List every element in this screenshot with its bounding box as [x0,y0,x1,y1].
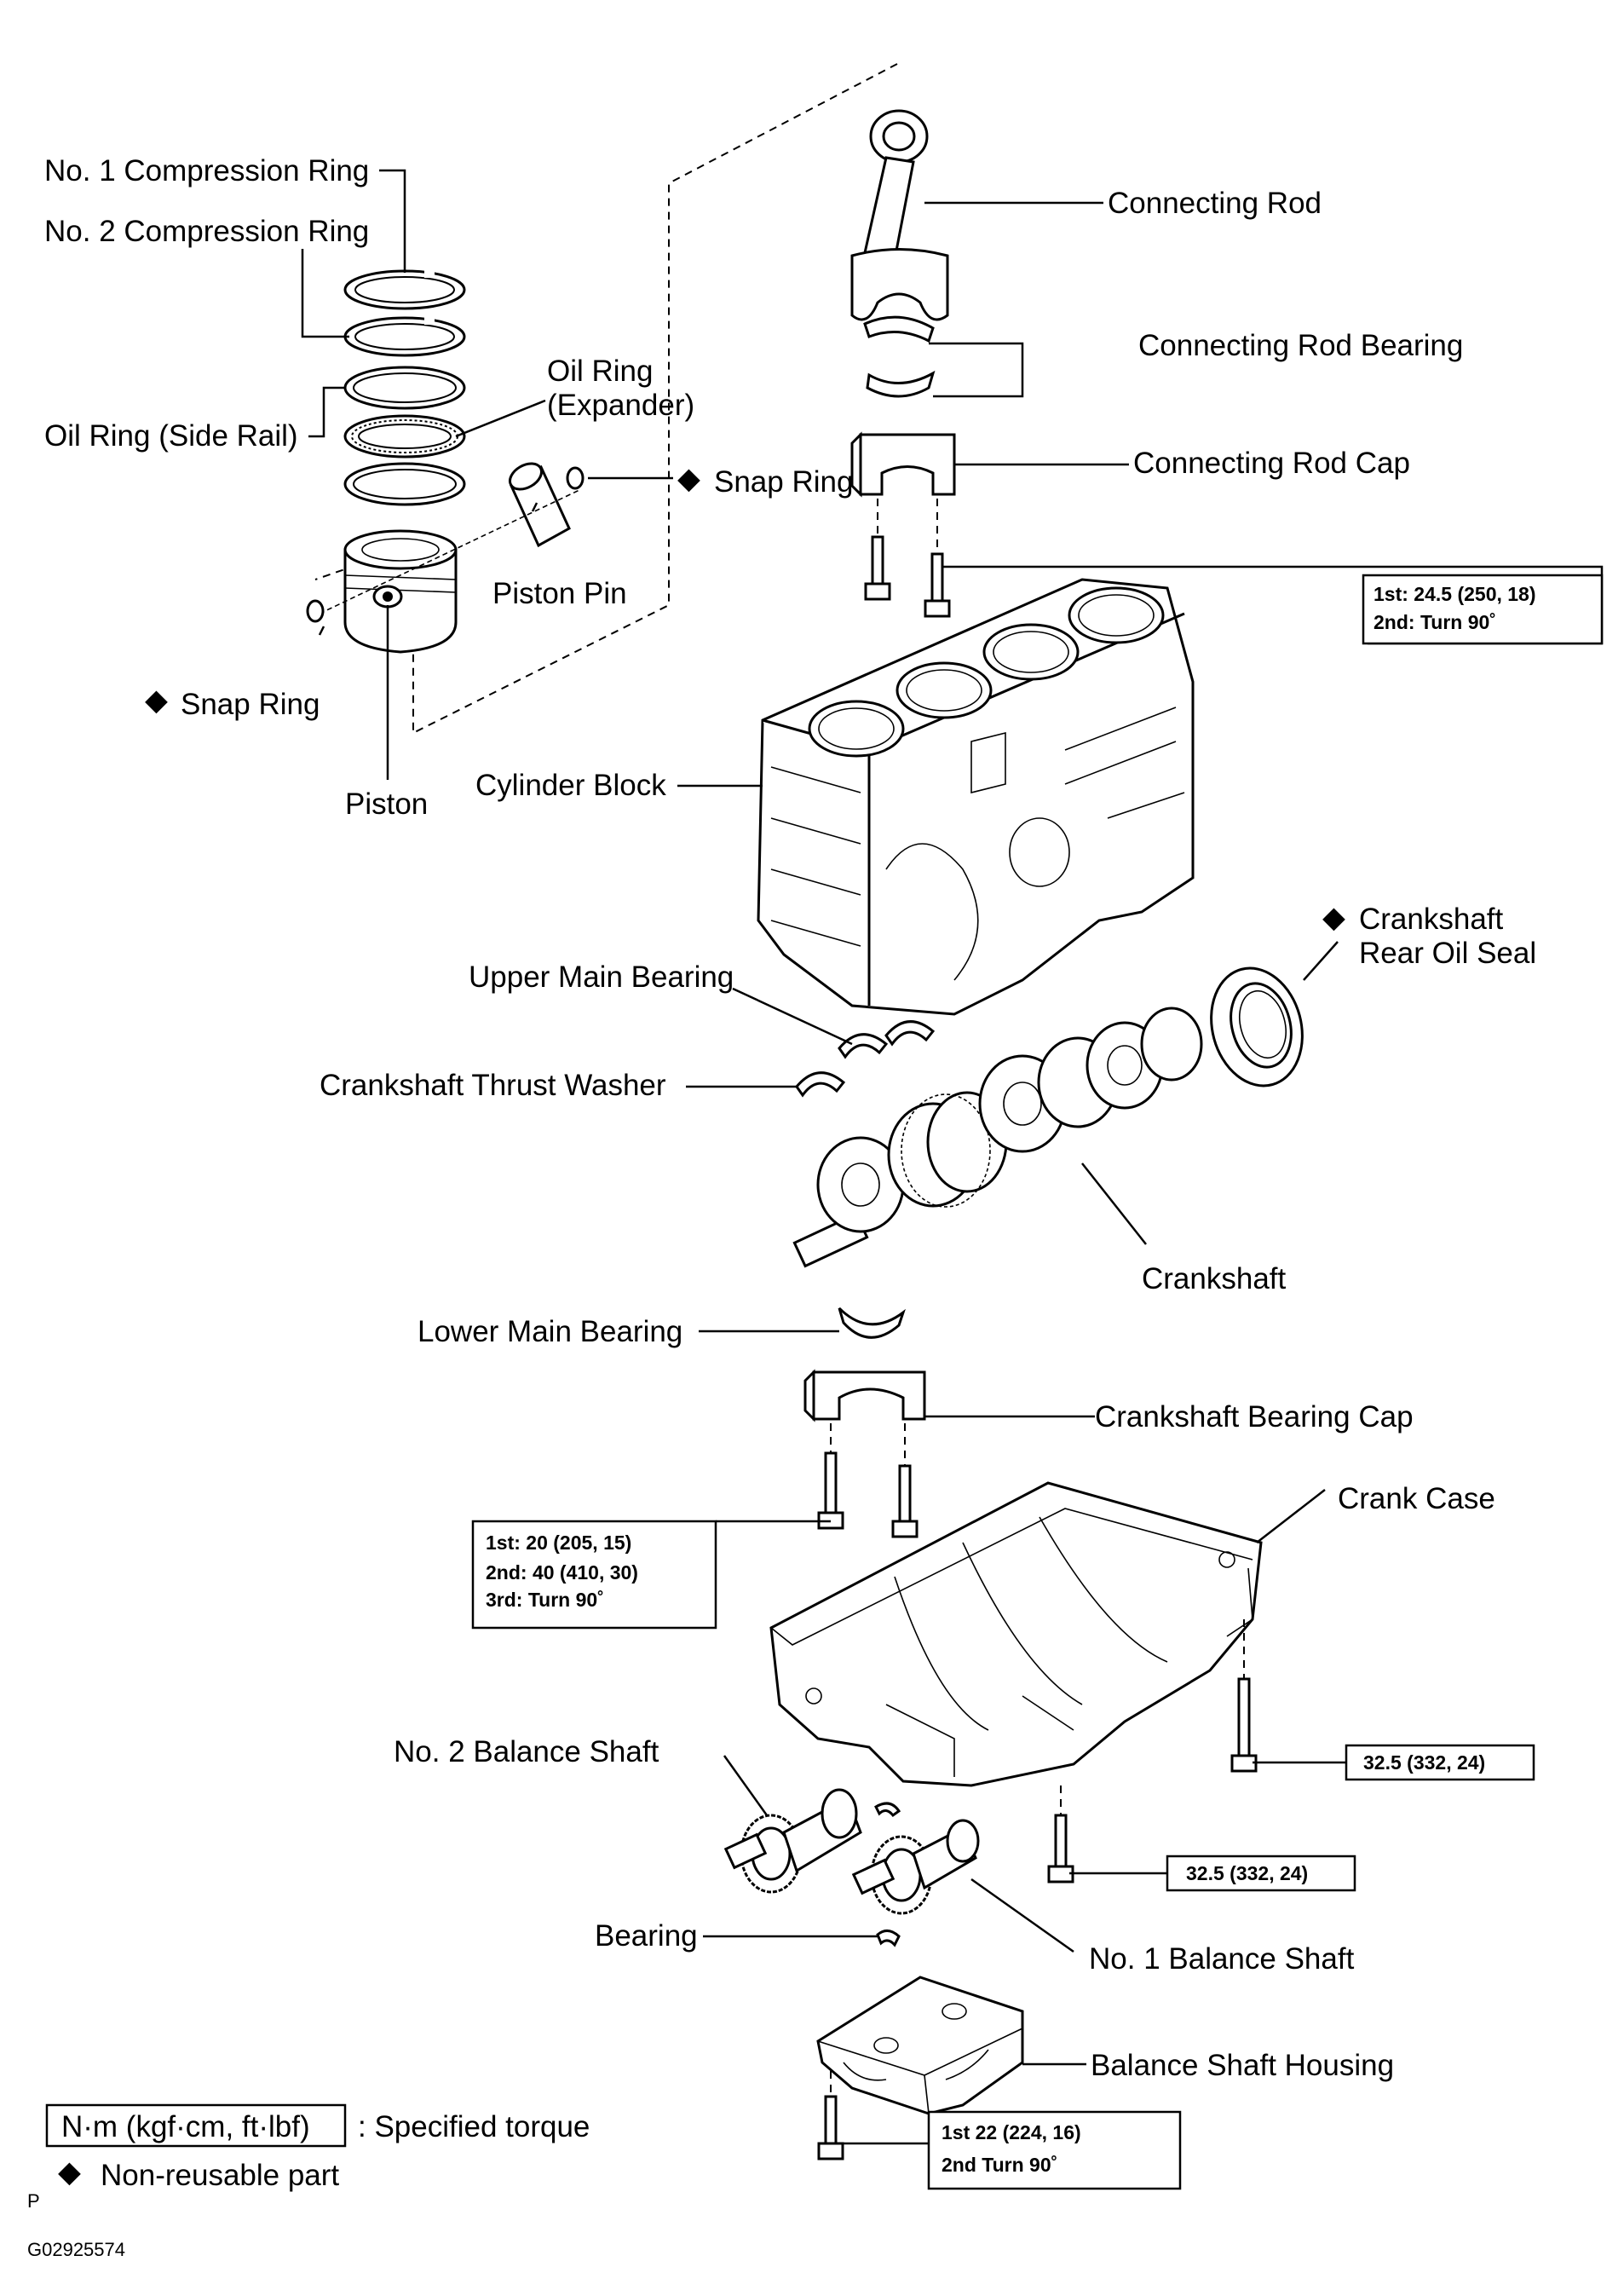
label-crankshaft-thrust-washer: Crankshaft Thrust Washer [320,1069,666,1102]
label-bearing: Bearing [595,1919,698,1953]
label-rear-oil-seal-2: Rear Oil Seal [1359,937,1536,970]
torque-bearing-cap-2: 2nd: 40 (410, 30) [486,1561,638,1584]
upper-main-bearing [838,1020,936,1059]
label-cylinder-block: Cylinder Block [475,769,666,802]
no1-balance-shaft [851,1819,980,1915]
oil-ring-expander [343,414,466,459]
legend-nonreusable: Non-reusable part [101,2159,339,2192]
torque-con-rod-2: 2nd: Turn 90˚ [1373,611,1496,633]
no2-balance-shaft [723,1788,862,1894]
crank-case-bolts [1047,1619,1258,1884]
torque-housing-2: 2nd Turn 90˚ [942,2154,1057,2176]
torque-box-balance-housing: 1st 22 (224, 16) 2nd Turn 90˚ [927,2110,1182,2190]
nonreusable-mark-rear-oil-seal: ◆ [1322,901,1345,934]
torque-con-rod-1: 1st: 24.5 (250, 18) [1373,583,1536,605]
torque-box-connecting-rod: 1st: 24.5 (250, 18) 2nd: Turn 90˚ [1362,574,1604,645]
label-connecting-rod: Connecting Rod [1108,187,1322,220]
label-no2-compression-ring: No. 2 Compression Ring [44,215,369,248]
torque-bearing-cap-1: 1st: 20 (205, 15) [486,1532,631,1554]
crankshaft-thrust-washer [795,1071,846,1098]
lower-main-bearing [838,1307,906,1339]
no2-compression-ring [343,313,466,357]
label-connecting-rod-cap: Connecting Rod Cap [1133,447,1410,480]
oil-ring-side-rail-upper [343,366,466,410]
label-no2-balance-shaft: No. 2 Balance Shaft [394,1735,659,1768]
oil-ring-side-rail-lower [343,462,466,506]
crank-case [769,1481,1263,1787]
torque-bearing-cap-3: 3rd: Turn 90˚ [486,1589,604,1611]
label-snap-ring-upper: Snap Ring [714,465,853,499]
legend-unit-box: N·m (kgf·cm, ft·lbf) [61,2110,310,2143]
connecting-rod-cap [850,431,956,498]
piston-pin [509,462,571,548]
cylinder-block [757,578,1195,1016]
label-piston: Piston [345,787,428,821]
label-crankshaft: Crankshaft [1142,1262,1287,1295]
label-piston-pin: Piston Pin [492,577,627,610]
assembly-dashed-line [314,63,898,735]
label-oil-ring-side-rail: Oil Ring (Side Rail) [44,419,298,453]
label-oil-ring-expander-1: Oil Ring [547,355,653,388]
bearing [876,1930,901,1947]
no1-compression-ring [343,266,466,310]
balance-housing-bolt [817,2071,844,2160]
torque-box-crank-case-b: 32.5 (332, 24) [1166,1855,1356,1892]
label-upper-main-bearing: Upper Main Bearing [469,961,734,994]
snap-ring-upper [566,466,585,490]
connecting-rod [850,109,949,321]
connecting-rod-bearing [863,315,936,398]
snap-ring-lower [306,599,325,623]
nonreusable-mark-upper-snap-ring: ◆ [677,462,700,495]
label-crank-case: Crank Case [1338,1482,1495,1515]
torque-housing-1: 1st 22 (224, 16) [942,2121,1081,2143]
crankshaft-rear-oil-seal [1210,966,1304,1087]
label-balance-shaft-housing: Balance Shaft Housing [1091,2049,1394,2082]
legend: N·m (kgf·cm, ft·lbf) : Specified torque … [27,2103,590,2260]
label-oil-ring-expander-2: (Expander) [547,389,694,422]
balance-shaft-housing [816,1976,1024,2115]
torque-box-bearing-cap: 1st: 20 (205, 15) 2nd: 40 (410, 30) 3rd:… [471,1520,717,1630]
crankshaft [792,1007,1203,1268]
bearing-cap-bolts [817,1423,919,1538]
connecting-rod-bolts [864,499,951,618]
torque-crank-case-b: 32.5 (332, 24) [1186,1862,1308,1884]
label-no1-balance-shaft: No. 1 Balance Shaft [1089,1942,1355,1976]
torque-crank-case-a: 32.5 (332, 24) [1363,1751,1485,1774]
label-no1-compression-ring: No. 1 Compression Ring [44,154,369,187]
crankshaft-bearing-cap [803,1369,926,1422]
nonreusable-mark-lower-snap-ring: ◆ [145,684,168,717]
legend-nonreusable-mark: ◆ [58,2155,81,2189]
label-crankshaft-bearing-cap: Crankshaft Bearing Cap [1095,1400,1414,1434]
balance-shaft-bearing-half [874,1802,901,1818]
label-connecting-rod-bearing: Connecting Rod Bearing [1138,329,1463,362]
pin-axis-line [319,489,580,614]
legend-unit-desc: : Specified torque [358,2110,590,2143]
figure-id: G02925574 [27,2239,125,2260]
legend-mark-p: P [27,2190,40,2212]
torque-box-crank-case-a: 32.5 (332, 24) [1345,1744,1535,1781]
label-snap-ring-lower: Snap Ring [181,688,320,721]
piston [343,529,458,654]
label-rear-oil-seal-1: Crankshaft [1359,903,1504,936]
leader-lines [301,169,1604,2145]
label-lower-main-bearing: Lower Main Bearing [418,1315,682,1348]
